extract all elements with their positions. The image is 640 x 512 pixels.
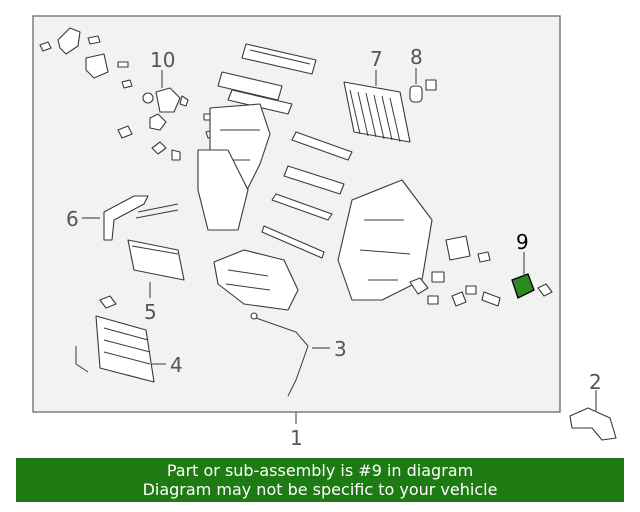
evaporator-part-4 [75,295,155,383]
callout-2: 2 [589,370,602,394]
callout-5: 5 [144,300,157,324]
leader-lines [82,68,597,424]
callout-6: 6 [66,207,79,231]
pipe-part-6 [103,195,179,241]
duct-part-2 [569,407,617,441]
heater-core-part-5 [127,239,185,281]
callout-10: 10 [150,48,175,72]
info-banner: Part or sub-assembly is #9 in diagram Di… [16,458,624,502]
callout-8: 8 [410,45,423,69]
hardware-cluster-upper-left [39,27,217,161]
drain-hose-part-3 [250,312,309,397]
callout-7: 7 [370,47,383,71]
cabin-filter [343,81,411,143]
heater-unit-case-right [337,179,501,307]
banner-line-1: Part or sub-assembly is #9 in diagram [166,461,474,480]
lower-case [213,249,299,311]
upper-housing-parts [197,43,317,231]
door-strips [261,131,353,259]
callout-9: 9 [516,230,529,254]
banner-line-2: Diagram may not be specific to your vehi… [142,480,498,499]
callout-4: 4 [170,353,183,377]
callout-3: 3 [334,337,347,361]
callout-1: 1 [290,426,303,450]
part-8-seal [409,79,437,103]
actuator-part-9 [511,273,553,299]
